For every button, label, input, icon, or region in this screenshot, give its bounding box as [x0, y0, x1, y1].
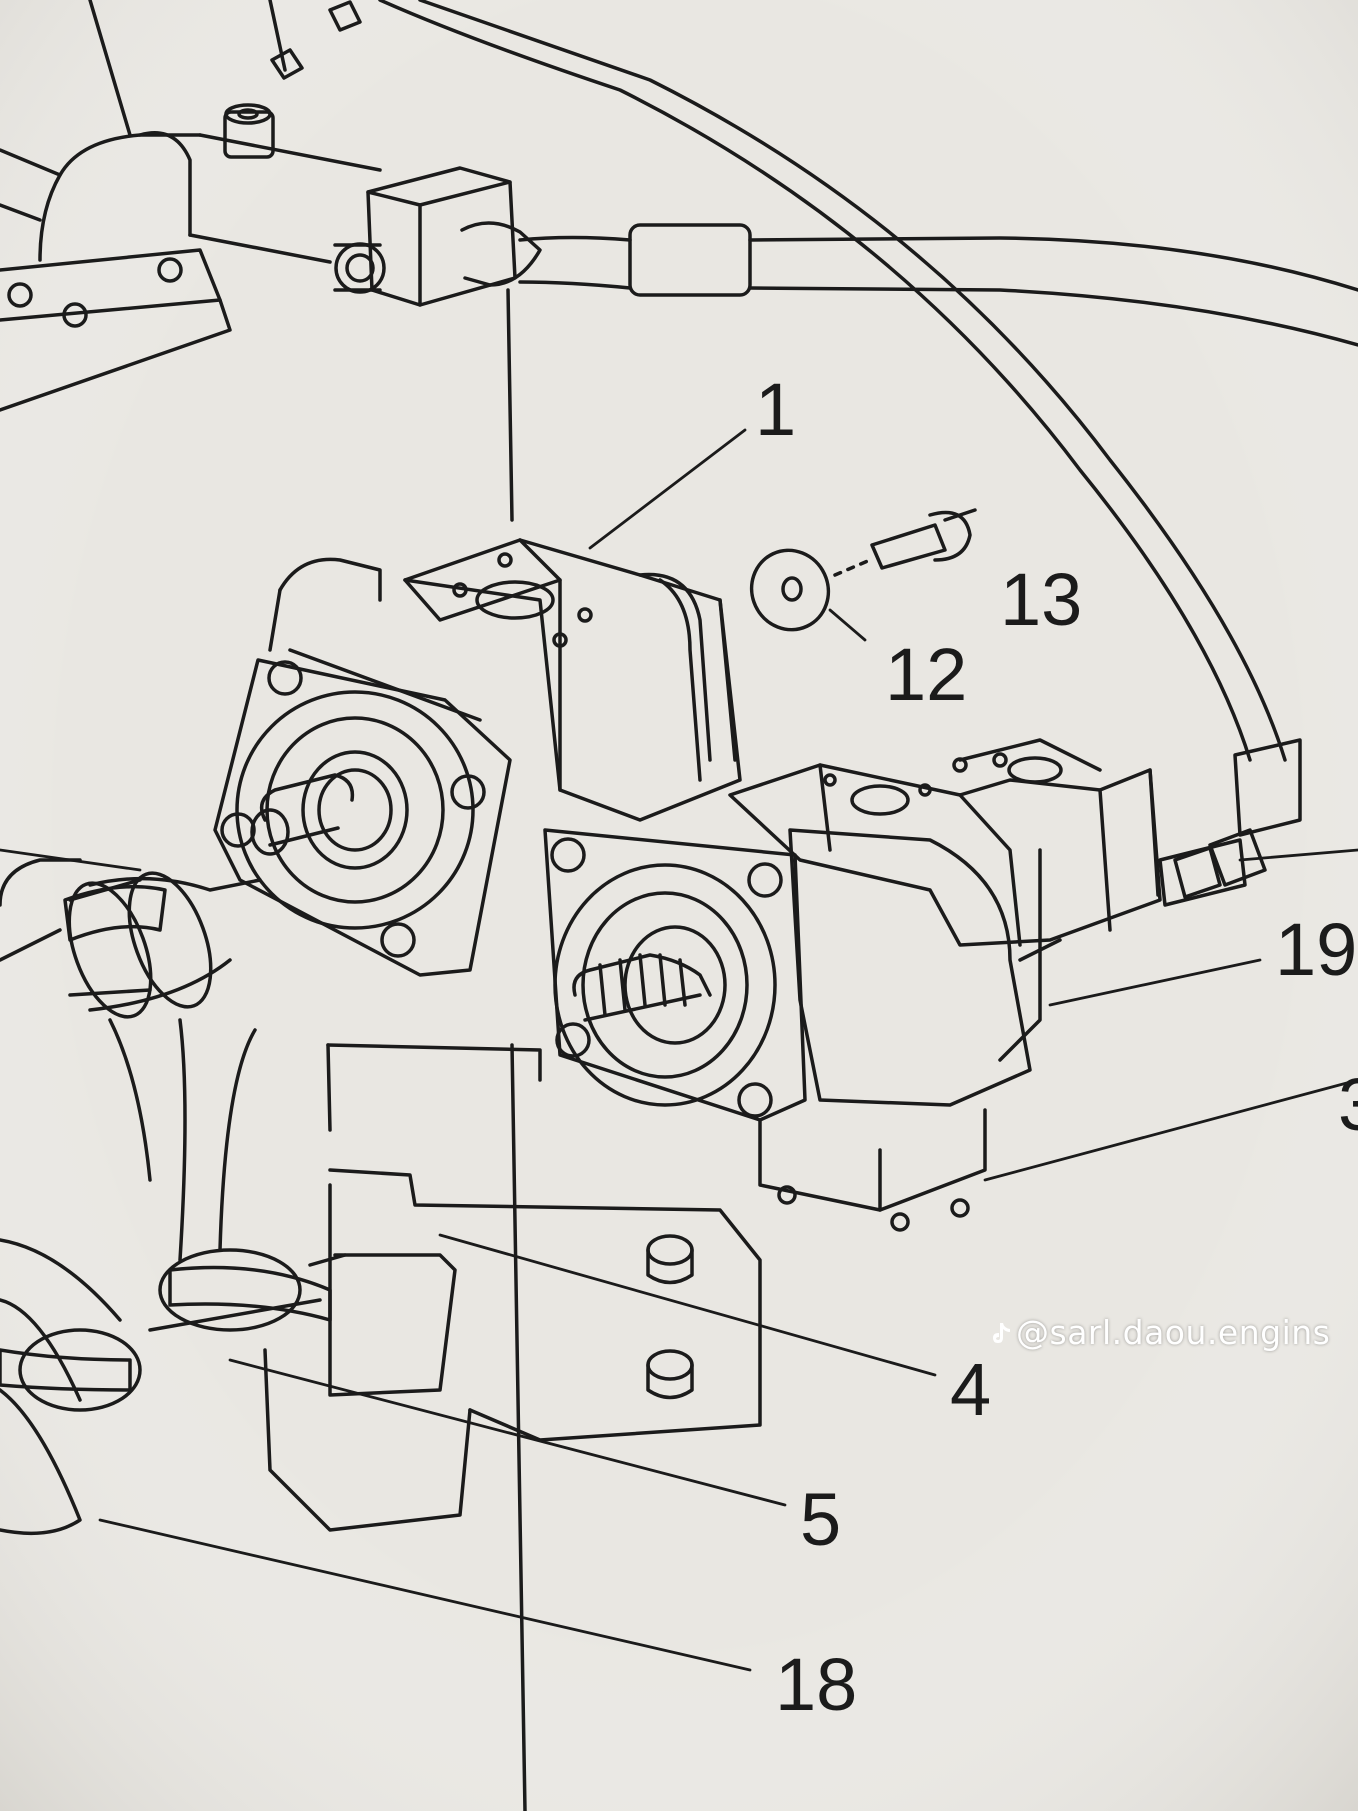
- mounting-bracket: [263, 1043, 762, 1532]
- callout-18: 18: [775, 1643, 857, 1726]
- callout-12: 12: [885, 633, 967, 716]
- return-hose: [518, 223, 1358, 347]
- callout-13: 13: [1000, 558, 1082, 641]
- bolt-13: [870, 508, 977, 570]
- pressure-hose: [378, 0, 1302, 899]
- centre-line: [510, 1043, 527, 1811]
- callout-1: 1: [755, 368, 796, 451]
- callout-3: 3: [1338, 1063, 1358, 1146]
- watermark: @sarl.daou.engins: [990, 1313, 1330, 1352]
- callout-labels: 1 13 12 19 3 4 5 18: [755, 368, 1358, 1726]
- callout-19: 19: [1275, 908, 1357, 991]
- callout-4: 4: [950, 1348, 991, 1431]
- leader-lines: [0, 428, 1358, 1672]
- pump-1: [213, 538, 742, 977]
- pump-2: [543, 738, 1247, 1232]
- tiktok-icon: [990, 1313, 1016, 1352]
- fitting-block: [333, 166, 542, 307]
- callout-5: 5: [800, 1478, 841, 1561]
- washer-12: [749, 548, 831, 632]
- vertical-feed-line: [506, 288, 514, 522]
- upper-manifold-pipe: [0, 0, 382, 412]
- watermark-text: @sarl.daou.engins: [1016, 1313, 1331, 1352]
- assembly-axis-line: [833, 558, 872, 577]
